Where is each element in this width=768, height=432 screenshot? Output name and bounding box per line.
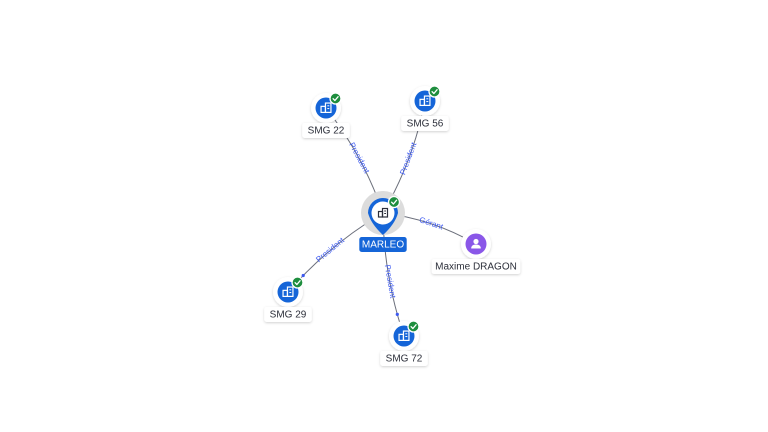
node-label: Maxime DRAGON [435, 262, 517, 273]
node-label: SMG 72 [386, 354, 423, 365]
building-icon [419, 95, 431, 107]
building-icon [320, 102, 332, 114]
edge-label: President [314, 235, 346, 264]
node-smg29[interactable]: SMG 29 [264, 276, 312, 322]
node-label: SMG 22 [308, 126, 345, 137]
node-smg22[interactable]: SMG 22 [302, 92, 350, 138]
verified-check-icon [407, 320, 420, 333]
edge-arrow [301, 273, 305, 278]
node-marleo-center[interactable]: MARLEO [359, 191, 407, 252]
node-maxime[interactable]: Maxime DRAGON [431, 229, 521, 274]
node-label: MARLEO [362, 240, 404, 251]
building-icon-part [324, 102, 332, 114]
edge-arrow [395, 312, 399, 316]
edge-label: Gérant [418, 215, 445, 232]
building-icon-part [423, 95, 431, 107]
person-icon-head [473, 238, 479, 245]
building-icon-part [402, 330, 410, 341]
node-label: SMG 29 [270, 310, 307, 321]
person-icon [471, 238, 481, 249]
node-label-box [359, 237, 407, 252]
verified-check-icon [329, 92, 342, 105]
person-icon-body [471, 244, 481, 249]
node-label-box [380, 351, 428, 366]
node-label: SMG 56 [407, 119, 444, 130]
building-icon [377, 207, 389, 218]
building-icon-part [286, 286, 294, 297]
verified-check-icon [387, 195, 401, 209]
building-icon [398, 330, 410, 342]
verified-check-icon [428, 85, 441, 98]
verified-check-icon [291, 276, 304, 289]
node-label-box [431, 259, 521, 274]
building-icon-part [381, 207, 389, 218]
edge-label: President [383, 264, 398, 300]
edge-label: President [398, 140, 419, 176]
node-smg72[interactable]: SMG 72 [380, 320, 428, 366]
node-label-box [302, 123, 350, 138]
edge-label: President [347, 141, 371, 176]
node-label-box [401, 116, 449, 131]
nodes: SMG 22 SMG 56 SMG 29 SMG 72 Maxime DRAGON [264, 85, 521, 366]
building-icon [282, 286, 294, 298]
node-label-box [264, 307, 312, 322]
node-smg56[interactable]: SMG 56 [401, 85, 449, 131]
